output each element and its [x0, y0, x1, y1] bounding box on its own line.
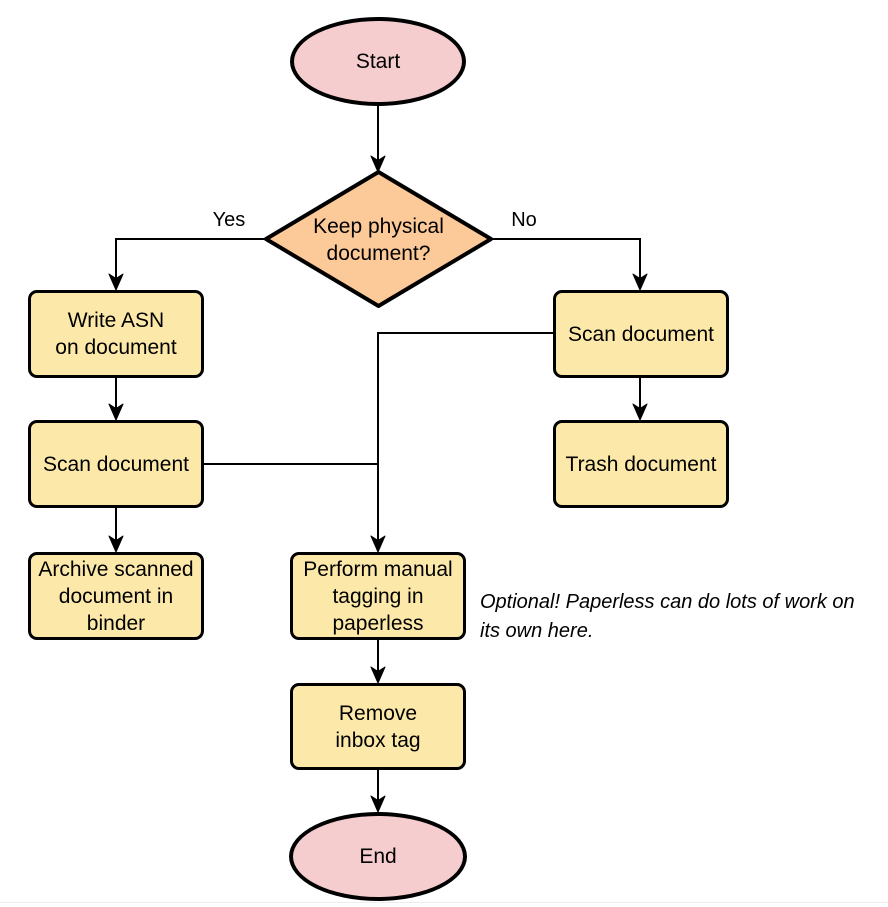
arrowhead: [108, 535, 124, 553]
node-archive-scanned: Archive scanned document in binder: [28, 552, 204, 640]
node-start: Start: [290, 17, 466, 106]
arrowhead: [632, 273, 648, 291]
arrowhead: [370, 535, 386, 553]
node-manual-tagging: Perform manual tagging in paperless: [290, 552, 466, 640]
arrowhead: [370, 666, 386, 684]
edge-label-no: No: [511, 209, 537, 231]
arrowhead: [370, 155, 386, 173]
node-remove-inbox-tag: Remove inbox tag: [290, 683, 466, 770]
node-scan-document-right: Scan document: [553, 290, 729, 378]
arrowhead: [108, 403, 124, 421]
edge-scan-right-to-tagging: [377, 332, 553, 540]
arrowhead: [108, 273, 124, 291]
node-decision-label: Keep physical document?: [313, 214, 444, 265]
decision-diamond-shape: [264, 170, 493, 308]
edge-label-yes: Yes: [212, 209, 246, 231]
node-end: End: [289, 812, 467, 901]
edge-decision-no-to-scan-right: [491, 238, 641, 278]
arrowhead: [632, 403, 648, 421]
node-trash-document: Trash document: [553, 420, 729, 508]
node-write-asn: Write ASN on document: [28, 290, 204, 378]
page-bottom-border: [0, 902, 888, 903]
arrowhead: [370, 795, 386, 813]
edge-decision-yes-to-write-asn: [115, 238, 266, 278]
node-scan-document-left: Scan document: [28, 420, 204, 508]
annotation-optional-note: Optional! Paperless can do lots of work …: [480, 591, 855, 642]
